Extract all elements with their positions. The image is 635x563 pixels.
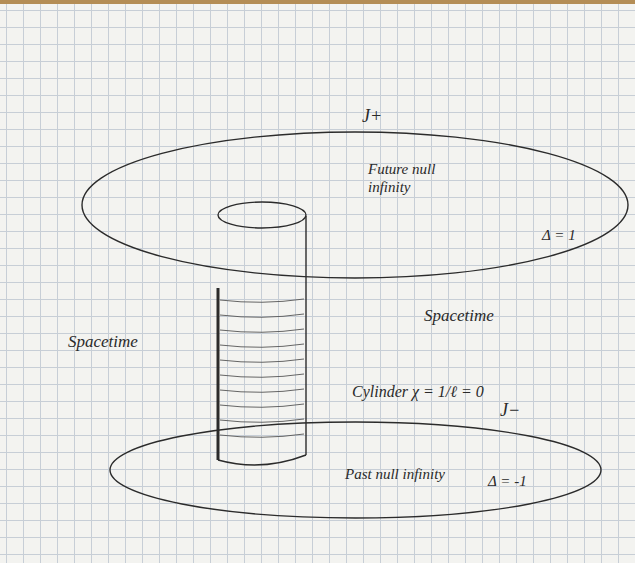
region-label: Spacetime <box>424 306 494 326</box>
past-null-infinity-ellipse: J−Past null infinityΔ = -1 <box>108 420 603 520</box>
region-label: Future null infinity <box>368 160 463 196</box>
scri-minus-label: J− <box>500 400 520 422</box>
weight-label: Δ = 1 <box>542 226 576 244</box>
paper-edge <box>0 0 635 4</box>
region-label: Spacetime <box>68 332 138 352</box>
region-label: Past null infinity <box>345 465 445 483</box>
weight-label: Δ = -1 <box>488 472 527 490</box>
cylinder-shape: Cylinder χ = 1/ℓ = 0 <box>215 200 310 470</box>
scri-plus-label: J+ <box>362 106 382 128</box>
future-null-infinity-ellipse: J+Future null infinityΔ = 1 <box>80 130 630 280</box>
cylinder-outline <box>215 200 310 470</box>
cylinder-label: Cylinder χ = 1/ℓ = 0 <box>352 382 484 401</box>
ellipse-outline <box>80 130 630 280</box>
